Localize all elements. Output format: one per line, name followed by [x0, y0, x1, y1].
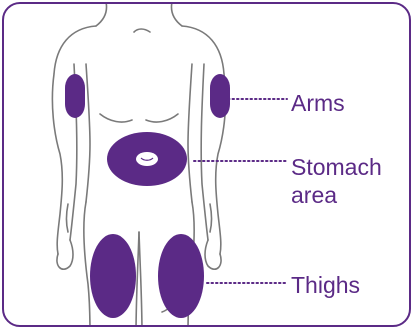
left-forearm-hint-line	[67, 204, 69, 232]
thighs-label: Thighs	[291, 271, 360, 299]
right-torso-side-line	[188, 64, 192, 202]
left-leg-outer-line	[84, 202, 90, 327]
clavicle-line	[134, 29, 150, 32]
right-leg-inner-line	[139, 232, 142, 327]
thigh-right-injection-site	[158, 234, 204, 318]
left-leg-inner-line	[136, 232, 139, 327]
arms-label: Arms	[291, 89, 345, 117]
navel-mark	[136, 152, 158, 166]
stomach-area-label: Stomach area	[291, 153, 382, 209]
stomach-label-line2: area	[291, 181, 382, 209]
left-hand-line	[57, 240, 73, 269]
diagram-frame: Arms Stomach area Thighs	[2, 2, 411, 327]
stomach-label-line1: Stomach	[291, 153, 382, 181]
thigh-left-injection-site	[90, 234, 136, 318]
left-torso-side-line	[86, 64, 90, 202]
arm-right-injection-site	[210, 74, 230, 118]
neck-left-line	[96, 4, 107, 26]
arm-left-injection-site	[65, 74, 85, 118]
chest-right-line	[146, 114, 178, 122]
neck-right-line	[171, 4, 182, 26]
right-inner-arm-line	[201, 64, 208, 240]
right-hand-line	[205, 240, 221, 269]
right-forearm-hint-line	[210, 204, 212, 232]
chest-left-line	[100, 114, 132, 122]
